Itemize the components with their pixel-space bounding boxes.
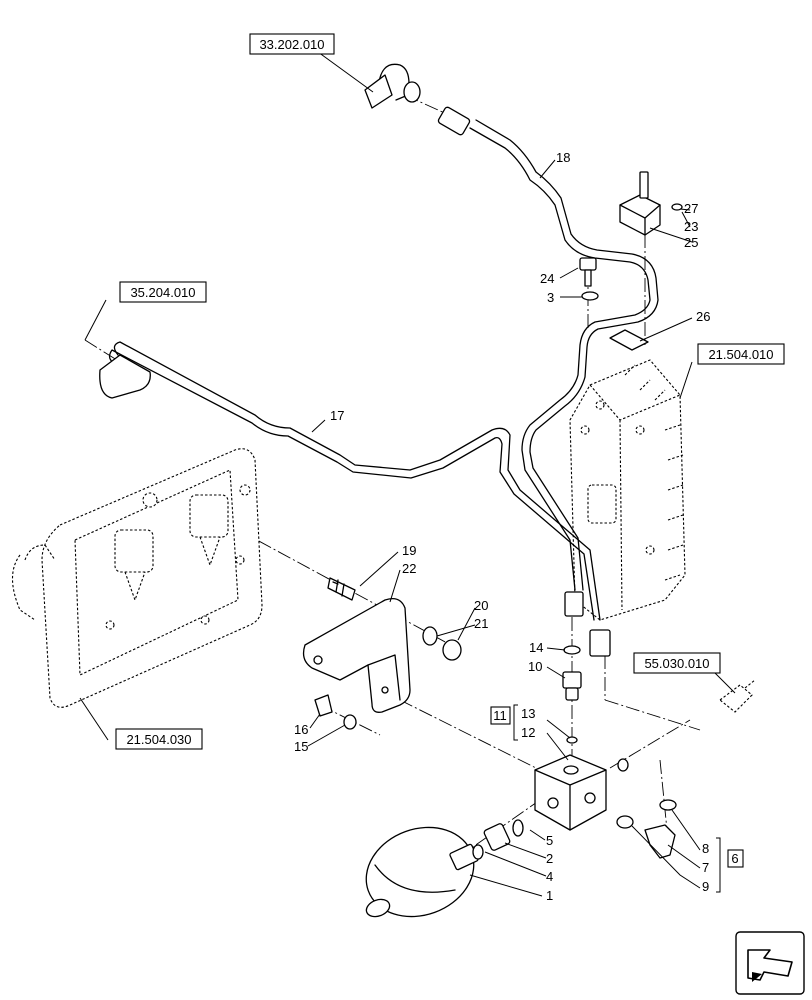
ref-label-right: 21.504.010: [708, 347, 773, 362]
reference-box-bottom-left: 21.504.030: [115, 728, 203, 750]
reference-box-sensor: 55.030.010: [633, 652, 721, 674]
callout-6: 6: [731, 851, 738, 866]
reference-box-top: 33.202.010: [249, 33, 335, 55]
valve-block-12: [534, 754, 629, 831]
ref-label-left: 35.204.010: [130, 285, 195, 300]
callout-22: 22: [402, 561, 416, 576]
leader-lines: [79, 51, 736, 897]
ref-label-bottom-left: 21.504.030: [126, 732, 191, 747]
callout-14: 14: [529, 640, 543, 655]
callout-18: 18: [556, 150, 570, 165]
callout-21: 21: [474, 616, 488, 631]
bolt-24-washer-3: [579, 257, 599, 301]
callout-27: 27: [684, 201, 698, 216]
clamp-assembly: [609, 171, 683, 351]
callout-20: 20: [474, 598, 488, 613]
callout-8: 8: [702, 841, 709, 856]
pipe-17: [99, 341, 611, 657]
callout-5: 5: [546, 833, 553, 848]
callout-17: 17: [330, 408, 344, 423]
callout-16: 16: [294, 722, 308, 737]
callout-24: 24: [540, 271, 554, 286]
accumulator-1: [365, 826, 484, 918]
ghosted-housing-left: [11, 448, 263, 708]
ghosted-valve-block-right: [569, 359, 686, 621]
reference-box-left: 35.204.010: [119, 281, 207, 303]
group-brackets: [513, 704, 721, 893]
callout-box-6: [727, 849, 744, 868]
callout-12: 12: [521, 725, 535, 740]
arrow-left-icon[interactable]: [735, 931, 805, 995]
callout-25: 25: [684, 235, 698, 250]
callout-26: 26: [696, 309, 710, 324]
ref-label-top: 33.202.010: [259, 37, 324, 52]
callout-7: 7: [702, 860, 709, 875]
callout-1: 1: [546, 888, 553, 903]
callout-2: 2: [546, 851, 553, 866]
reference-box-right: 21.504.010: [697, 343, 785, 365]
callout-3: 3: [547, 290, 554, 305]
ref-label-sensor: 55.030.010: [644, 656, 709, 671]
bracket-assembly: [302, 577, 462, 730]
callout-19: 19: [402, 543, 416, 558]
callout-23: 23: [684, 219, 698, 234]
fittings-7-8-9: [616, 799, 677, 859]
callout-box-11: [490, 706, 511, 725]
fittings-2-4-5: [483, 819, 524, 851]
callout-labels: 18 27 23 25 24 3 26 17 19 22 20 21 14 10…: [294, 150, 710, 903]
callout-4: 4: [546, 869, 553, 884]
callout-9: 9: [702, 879, 709, 894]
callout-13: 13: [521, 706, 535, 721]
pipe-18: [364, 63, 659, 617]
callout-10: 10: [528, 659, 542, 674]
fittings-center: [562, 645, 582, 744]
callout-11: 11: [493, 708, 507, 723]
callout-15: 15: [294, 739, 308, 754]
pressure-sensor: [719, 679, 756, 713]
